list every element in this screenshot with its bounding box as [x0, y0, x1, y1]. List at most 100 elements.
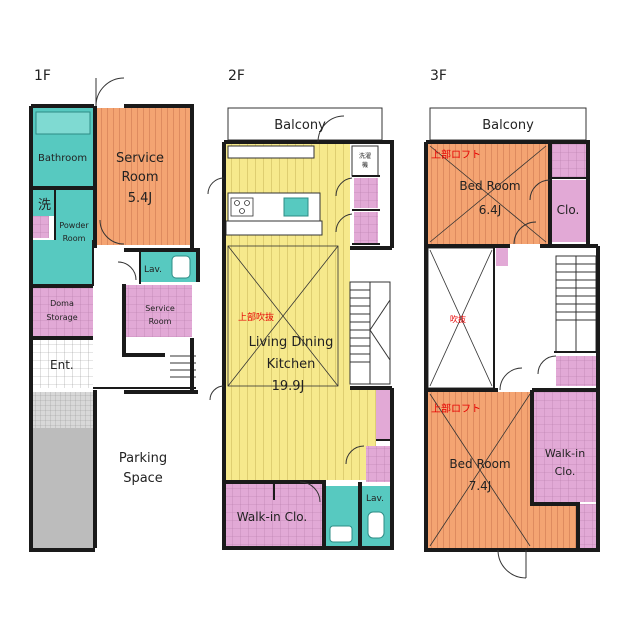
service-room-1f-label-line2: Room [121, 170, 158, 185]
door-2f-left [207, 177, 225, 195]
wash-label: 洗 [38, 198, 51, 213]
stairs-3f [555, 255, 597, 353]
laundry-mark-line1: 洗濯 [359, 152, 371, 160]
ldk-label-line2: Kitchen [267, 357, 316, 372]
thin-walls-3f [493, 177, 598, 390]
pantry-1 [354, 178, 378, 208]
loft-above-label-2: 上部ロフト [431, 402, 481, 415]
door-3f-storage [537, 355, 557, 375]
storage-right-2f [376, 390, 390, 440]
walls-2f [222, 140, 394, 550]
thin-walls-2f [273, 175, 392, 500]
balcony-2f-label: Balcony [274, 118, 326, 133]
powder-room [55, 190, 93, 285]
small-pink-3f [496, 248, 508, 266]
pantry-2 [354, 212, 378, 244]
storage-3f-mid [556, 356, 596, 386]
doma-storage-line1: Doma [50, 299, 74, 308]
door-2f-left-b [209, 385, 225, 401]
bed-room-2-area: 7.4J [469, 479, 492, 493]
lav-2f-label: Lav. [366, 494, 384, 504]
closet-3f-label: Clo. [557, 203, 580, 217]
doma-storage-line2: Storage [46, 313, 77, 322]
bed-room-2-ext [532, 504, 578, 548]
service-room-small [126, 285, 192, 337]
island [225, 220, 323, 236]
door-1f-service [99, 219, 125, 245]
walls-3f [424, 140, 600, 552]
service-room-1f [96, 108, 190, 245]
door-2f-pantry-b [335, 213, 353, 233]
bed-room-1-area: 6.4J [479, 203, 502, 217]
door-3f-clo [529, 179, 551, 201]
door-3f-bed2 [499, 367, 523, 391]
bed-room-1-label: Bed Room [459, 179, 520, 193]
door-3f-balcony [497, 549, 527, 579]
bathtub [35, 111, 91, 135]
entrance [33, 340, 93, 388]
service-room-small-line2: Room [149, 317, 172, 326]
floor-3f: Balcony 上部ロフト Bed Room 6.4J Clo. 吹抜 上部ロフ… [424, 107, 600, 579]
sink-2f [329, 525, 353, 543]
storage-right-2f-b [366, 446, 390, 482]
floor-label-3f: 3F [430, 68, 447, 84]
entrance-label: Ent. [50, 358, 74, 372]
ldk-area: 19.9J [272, 379, 305, 394]
balcony-3f-label: Balcony [482, 118, 534, 133]
powder-room-label-line2: Room [63, 234, 86, 243]
door-3f-bed1 [513, 221, 537, 245]
lav-toilet-1f [171, 255, 191, 279]
door-1f-top [95, 77, 125, 107]
powder-room-label-line1: Powder [59, 221, 89, 230]
bathroom-label: Bathroom [38, 153, 87, 164]
balcony-3f [429, 107, 587, 141]
laundry-mark-line2: 機 [362, 161, 368, 169]
void-3f-label: 吹抜 [450, 314, 466, 324]
walk-in-closet-2f-label: Walk-in Clo. [237, 510, 307, 524]
doma-storage [33, 287, 93, 337]
laundry-box [351, 145, 379, 177]
bed-room-2-label: Bed Room [449, 457, 510, 471]
kitchen-sink [283, 197, 309, 217]
door-2f-balcony [317, 115, 345, 143]
loft-above-label-1: 上部ロフト [431, 148, 481, 161]
void-above-mark [227, 245, 339, 387]
closet-3f-b [552, 180, 586, 242]
toilet-2f [367, 511, 385, 539]
floor-label-2f: 2F [228, 68, 245, 84]
washer-area [33, 190, 55, 216]
door-2f-storage [345, 445, 365, 465]
loft-above-mark-2 [429, 393, 531, 547]
parking-label-line2: Space [123, 471, 163, 486]
thin-walls-1f [54, 188, 196, 389]
door-1f-lav [117, 261, 137, 281]
powder-room-left [33, 240, 55, 285]
walls-1f [29, 104, 200, 552]
parking-top-grate [33, 392, 93, 428]
walk-in-closet-3f-line1: Walk-in [545, 447, 585, 460]
service-room-1f-area: 5.4J [128, 191, 153, 206]
stairs-2f [349, 281, 391, 385]
ldk-label-line1: Living Dining [249, 335, 334, 350]
closet-3f [552, 144, 586, 178]
stove-icon [230, 197, 254, 217]
void-above-label-2f: 上部吹抜 [238, 311, 274, 323]
lav-1f-label: Lav. [144, 265, 162, 275]
kitchen-upper [227, 145, 315, 159]
loft-above-mark-1 [429, 145, 547, 243]
closet-3f-bottom [580, 504, 596, 548]
door-2f-wic [299, 481, 321, 503]
parking-space [33, 428, 93, 548]
laundry-mark: 洗濯機 [359, 152, 371, 169]
parking-label-line1: Parking [119, 451, 167, 466]
balcony-2f [227, 107, 383, 141]
